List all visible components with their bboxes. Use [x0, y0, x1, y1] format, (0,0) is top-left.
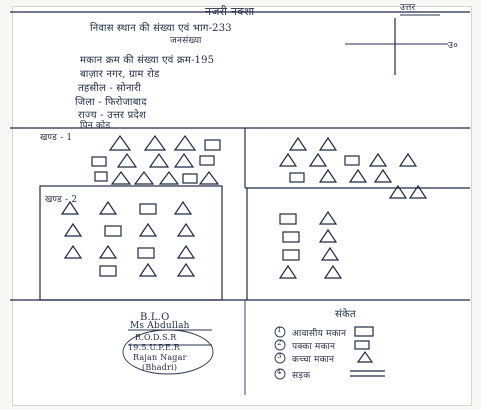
triangle-symbol: [148, 152, 170, 168]
lower-right-symbols: [278, 210, 343, 279]
triangle-symbol: [133, 171, 155, 185]
square-symbol: [204, 139, 221, 151]
blo-stamp: [122, 329, 214, 375]
triangle-symbol: [198, 171, 220, 185]
legend-square-symbol: [354, 326, 374, 337]
triangle-symbol: [348, 168, 368, 183]
info-line: जनसंख्या: [170, 36, 202, 46]
legend-num: 2: [277, 339, 282, 347]
triangle-symbol: [173, 134, 197, 151]
legend-symbols: [274, 326, 385, 380]
triangle-symbol: [388, 184, 408, 199]
triangle-symbol: [108, 134, 132, 151]
upper-right-symbols: [278, 136, 428, 199]
legend-triangle-symbol: [356, 350, 374, 363]
square-symbol: [182, 173, 198, 184]
info-line: मकान क्रम की संख्या एवं क्रम-195: [80, 55, 215, 66]
triangle-symbol: [278, 152, 298, 167]
legend-num-circle: [274, 368, 286, 380]
square-symbol: [94, 171, 108, 182]
triangle-symbol: [98, 244, 118, 259]
section2-symbols: [60, 200, 196, 277]
square-symbol: [289, 172, 305, 183]
square-symbol: [282, 249, 300, 261]
triangle-symbol: [110, 171, 132, 185]
legend-num: 4: [277, 368, 282, 376]
triangle-symbol: [288, 136, 308, 151]
square-symbol: [104, 225, 122, 237]
blo-line: (Bhadri): [142, 363, 178, 372]
legend-num-circle: [274, 339, 286, 351]
north-mark: उ०: [448, 41, 459, 51]
legend-square-symbol: [354, 340, 370, 350]
blo-title: B.L.O: [140, 312, 170, 323]
triangle-symbol: [173, 200, 193, 215]
triangle-symbol: [176, 262, 196, 277]
square-symbol: [91, 156, 107, 167]
triangle-symbol: [176, 222, 196, 237]
info-line: राज्य - उत्तर प्रदेश: [78, 110, 146, 121]
triangle-symbol: [173, 152, 195, 168]
info-line: जिला - फिरोजाबाद: [75, 97, 147, 108]
triangle-symbol: [158, 171, 180, 185]
blo-line: R.O.D.S.R: [135, 333, 177, 342]
section2-label: खण्ड - 2: [45, 195, 78, 205]
square-symbol: [279, 213, 297, 225]
square-symbol: [199, 155, 215, 166]
triangle-symbol: [318, 210, 338, 225]
square-symbol: [99, 265, 117, 277]
blo-line: 19.5.U.P.E.R: [128, 343, 181, 352]
info-line: बाज़ार नगर, ग्राम रोड: [80, 69, 160, 80]
triangle-symbol: [60, 200, 80, 215]
legend-label: पक्का मकान: [292, 342, 336, 352]
triangle-symbol: [398, 152, 418, 167]
triangle-symbol: [373, 168, 393, 183]
triangle-symbol: [116, 152, 138, 168]
legend-title: संकेत: [335, 309, 356, 320]
section1-symbols: [91, 134, 221, 185]
legend-num-circle: [274, 352, 286, 364]
triangle-symbol: [138, 222, 158, 237]
triangle-symbol: [318, 136, 338, 151]
triangle-symbol: [318, 168, 338, 183]
square-symbol: [137, 247, 155, 259]
page-title: नजरी नक्शा: [205, 5, 255, 18]
triangle-symbol: [368, 152, 388, 167]
triangle-symbol: [278, 264, 298, 279]
blo-line: Rajan Nagar: [133, 353, 187, 362]
north-label: उत्तर: [400, 3, 416, 13]
info-line: तहसील - सोनारी: [78, 83, 142, 94]
square-symbol: [282, 231, 300, 243]
triangle-symbol: [176, 244, 196, 259]
info-line: निवास स्थान की संख्या एवं भाग-233: [90, 23, 232, 34]
triangle-symbol: [63, 222, 83, 237]
section1-label: खण्ड - 1: [40, 133, 73, 143]
triangle-symbol: [323, 264, 343, 279]
triangle-symbol: [143, 134, 167, 151]
triangle-symbol: [98, 200, 118, 215]
info-line: पिन कोड: [80, 121, 111, 131]
blo-line: Ms Abdullah: [130, 321, 190, 331]
triangle-symbol: [408, 184, 428, 199]
triangle-symbol: [138, 262, 158, 277]
legend-num: 3: [277, 352, 282, 360]
triangle-symbol: [320, 246, 340, 261]
triangle-symbol: [318, 228, 338, 243]
square-symbol: [344, 155, 360, 166]
legend-label: आवासीय मकान: [292, 329, 347, 339]
legend-num-circle: [274, 326, 286, 338]
square-symbol: [139, 203, 157, 215]
legend-label: कच्चा मकान: [292, 355, 335, 365]
legend-num: 1: [277, 326, 282, 334]
triangle-symbol: [63, 244, 83, 259]
triangle-symbol: [308, 152, 328, 167]
legend-label: सड़क: [292, 371, 311, 381]
